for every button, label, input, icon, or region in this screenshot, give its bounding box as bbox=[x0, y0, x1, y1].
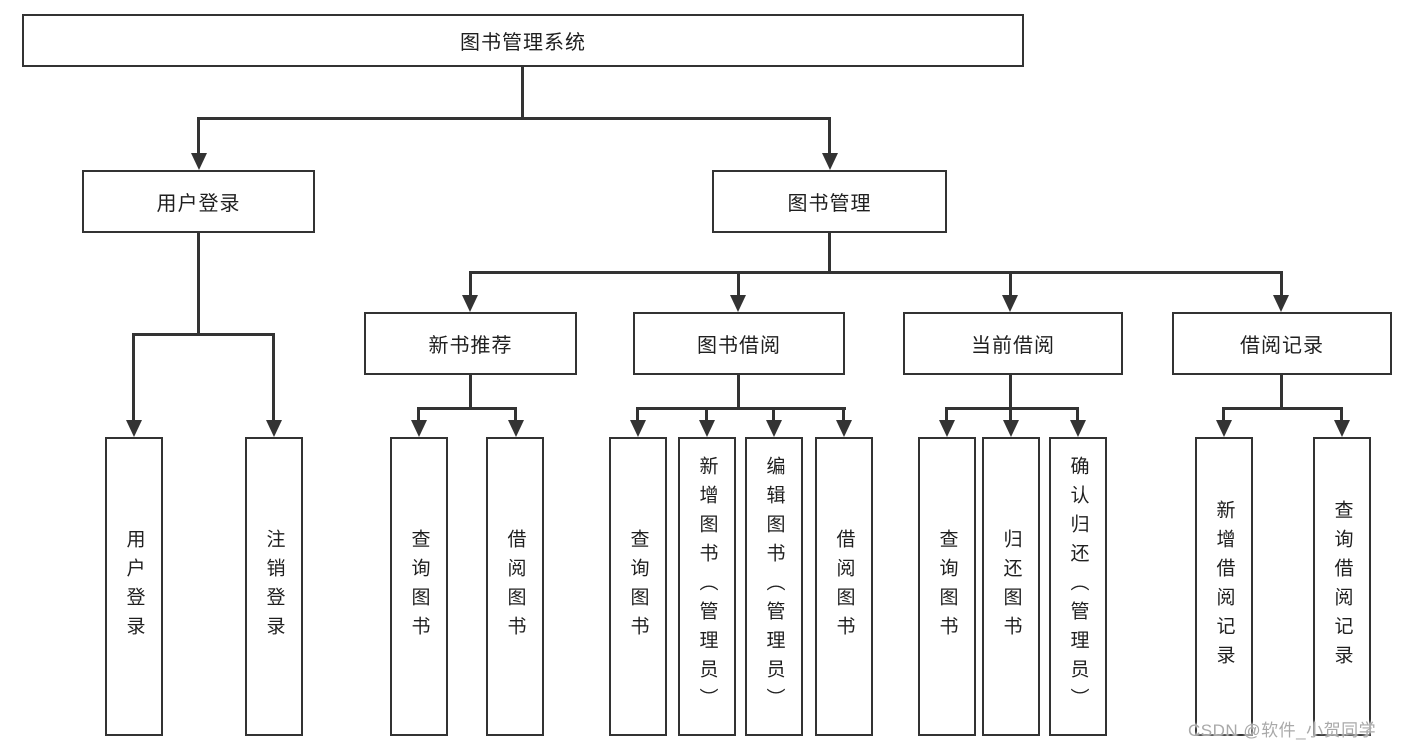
connector-currentborrow-stem bbox=[1009, 375, 1012, 409]
arrow-down-icon bbox=[1002, 295, 1018, 312]
arrow-down-icon bbox=[836, 420, 852, 437]
arrow-down-icon bbox=[766, 420, 782, 437]
node-root-label: 图书管理系统 bbox=[460, 32, 586, 54]
node-current-borrow-label: 当前借阅 bbox=[971, 335, 1055, 357]
connector-bookmgmt-stem bbox=[828, 233, 831, 273]
connector-drop bbox=[1076, 409, 1079, 421]
connector-drop bbox=[417, 409, 420, 421]
node-book-management-label: 图书管理 bbox=[787, 193, 872, 215]
arrow-down-icon bbox=[730, 295, 746, 312]
connector-drop bbox=[737, 273, 740, 296]
connector-root-stem bbox=[521, 67, 524, 119]
connector-drop bbox=[469, 273, 472, 296]
arrow-down-icon bbox=[1273, 295, 1289, 312]
leaf-query-books-recommend: 查询图书 bbox=[390, 437, 448, 736]
node-book-borrow-label: 图书借阅 bbox=[697, 335, 781, 357]
connector-drop bbox=[842, 409, 845, 421]
node-borrow-records: 借阅记录 bbox=[1172, 312, 1392, 375]
connector-userlogin-stem bbox=[197, 233, 200, 335]
connector-drop bbox=[1280, 273, 1283, 296]
connector-drop bbox=[1340, 409, 1343, 421]
connector-newbook-stem bbox=[469, 375, 472, 409]
arrow-down-icon bbox=[266, 420, 282, 437]
leaf-query-books-borrow: 查询图书 bbox=[609, 437, 667, 736]
leaf-return-book: 归还图书 bbox=[982, 437, 1040, 736]
leaf-user-login: 用户登录 bbox=[105, 437, 163, 736]
leaf-label: 查询图书 bbox=[936, 528, 958, 645]
arrow-down-icon bbox=[1216, 420, 1232, 437]
node-book-management: 图书管理 bbox=[712, 170, 947, 233]
node-current-borrow: 当前借阅 bbox=[903, 312, 1123, 375]
leaf-label: 查询图书 bbox=[408, 528, 430, 645]
arrow-down-icon bbox=[699, 420, 715, 437]
connector-drop bbox=[197, 119, 200, 155]
connector-drop bbox=[1009, 273, 1012, 296]
leaf-add-book-admin: 新增图书（管理员） bbox=[678, 437, 736, 736]
arrow-down-icon bbox=[1070, 420, 1086, 437]
leaf-borrow-books-recommend: 借阅图书 bbox=[486, 437, 544, 736]
leaf-label: 确认归还（管理员） bbox=[1067, 456, 1089, 717]
leaf-label: 新增借阅记录 bbox=[1213, 499, 1235, 674]
leaf-label: 编辑图书（管理员） bbox=[763, 456, 785, 717]
connector-drop bbox=[1009, 409, 1012, 421]
node-new-book-recommend-label: 新书推荐 bbox=[428, 335, 513, 357]
leaf-label: 归还图书 bbox=[1000, 528, 1022, 645]
connector-bookborrow-stem bbox=[737, 375, 740, 409]
connector-bookborrow-rail bbox=[636, 407, 846, 410]
leaf-label: 借阅图书 bbox=[833, 528, 855, 645]
leaf-label: 注销登录 bbox=[263, 528, 285, 645]
connector-records-stem bbox=[1280, 375, 1283, 409]
leaf-borrow-books: 借阅图书 bbox=[815, 437, 873, 736]
arrow-down-icon bbox=[1334, 420, 1350, 437]
leaf-label: 借阅图书 bbox=[504, 528, 526, 645]
leaf-label: 查询图书 bbox=[627, 528, 649, 645]
connector-drop bbox=[514, 409, 517, 421]
connector-drop bbox=[945, 409, 948, 421]
watermark: CSDN @软件_小贺同学 bbox=[1188, 721, 1377, 740]
arrow-down-icon bbox=[1003, 420, 1019, 437]
arrow-down-icon bbox=[630, 420, 646, 437]
node-borrow-records-label: 借阅记录 bbox=[1240, 335, 1324, 357]
connector-drop bbox=[132, 335, 135, 421]
leaf-add-borrow-record: 新增借阅记录 bbox=[1195, 437, 1253, 736]
node-user-login-label: 用户登录 bbox=[156, 193, 241, 215]
connector-drop bbox=[636, 409, 639, 421]
connector-drop bbox=[828, 119, 831, 155]
connector-drop bbox=[1222, 409, 1225, 421]
connector-records-rail bbox=[1222, 407, 1343, 410]
leaf-label: 查询借阅记录 bbox=[1331, 499, 1353, 674]
leaf-label: 新增图书（管理员） bbox=[696, 456, 718, 717]
connector-currentborrow-rail bbox=[945, 407, 1079, 410]
arrow-down-icon bbox=[822, 153, 838, 170]
connector-userlogin-rail bbox=[132, 333, 275, 336]
arrow-down-icon bbox=[508, 420, 524, 437]
connector-newbook-rail bbox=[417, 407, 517, 410]
connector-root-rail bbox=[197, 117, 831, 120]
leaf-confirm-return-admin: 确认归还（管理员） bbox=[1049, 437, 1107, 736]
arrow-down-icon bbox=[462, 295, 478, 312]
arrow-down-icon bbox=[126, 420, 142, 437]
arrow-down-icon bbox=[939, 420, 955, 437]
connector-bookmgmt-rail bbox=[469, 271, 1283, 274]
node-root: 图书管理系统 bbox=[22, 14, 1024, 67]
leaf-query-borrow-record: 查询借阅记录 bbox=[1313, 437, 1371, 736]
node-book-borrow: 图书借阅 bbox=[633, 312, 845, 375]
leaf-edit-book-admin: 编辑图书（管理员） bbox=[745, 437, 803, 736]
leaf-logout: 注销登录 bbox=[245, 437, 303, 736]
node-user-login: 用户登录 bbox=[82, 170, 315, 233]
arrow-down-icon bbox=[411, 420, 427, 437]
connector-drop bbox=[272, 335, 275, 421]
node-new-book-recommend: 新书推荐 bbox=[364, 312, 577, 375]
arrow-down-icon bbox=[191, 153, 207, 170]
leaf-label: 用户登录 bbox=[123, 528, 145, 645]
connector-drop bbox=[705, 409, 708, 421]
leaf-query-books-current: 查询图书 bbox=[918, 437, 976, 736]
connector-drop bbox=[772, 409, 775, 421]
